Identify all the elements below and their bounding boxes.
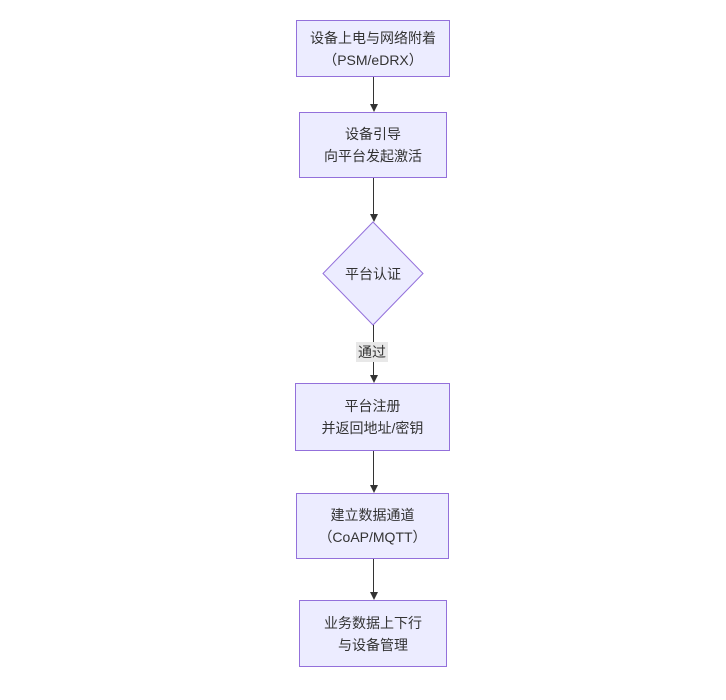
- node-text-line: 平台认证: [345, 265, 401, 282]
- edge-arrow-e-f: [369, 559, 378, 600]
- arrowhead-down-icon: [369, 592, 378, 600]
- flow-node-business-data: 业务数据上下行 与设备管理: [299, 600, 447, 667]
- flow-node-device-bootstrap: 设备引导 向平台发起激活: [299, 112, 447, 178]
- node-text-line: 设备上电与网络附着: [310, 29, 436, 46]
- node-text-line: 设备引导: [345, 126, 401, 142]
- node-text-line: （CoAP/MQTT）: [318, 529, 427, 545]
- node-text-line: 向平台发起激活: [324, 148, 422, 164]
- edge-arrow-d-e: [369, 451, 378, 493]
- edge-line: [373, 178, 374, 214]
- node-text-line: 平台注册: [344, 398, 401, 414]
- node-text-line: 与设备管理: [338, 636, 408, 653]
- node-text-line: （PSM/eDRX）: [323, 51, 423, 68]
- flow-node-platform-auth-decision: 平台认证: [321, 221, 425, 326]
- edge-line: [373, 451, 374, 485]
- edge-label-pass: 通过: [356, 342, 388, 362]
- flow-node-device-power-attach: 设备上电与网络附着 （PSM/eDRX）: [296, 20, 450, 77]
- edge-line: [373, 77, 374, 104]
- arrowhead-down-icon: [369, 104, 378, 112]
- node-text-line: 建立数据通道: [330, 507, 415, 523]
- edge-line: [373, 559, 374, 592]
- arrowhead-down-icon: [369, 485, 378, 493]
- edge-arrow-a-b: [369, 77, 378, 112]
- arrowhead-down-icon: [369, 375, 378, 383]
- node-text-line: 并返回地址/密钥: [321, 420, 424, 436]
- flow-node-data-channel: 建立数据通道 （CoAP/MQTT）: [296, 493, 449, 559]
- arrowhead-down-icon: [369, 214, 378, 222]
- flow-node-platform-register: 平台注册 并返回地址/密钥: [295, 383, 450, 451]
- node-text-line: 业务数据上下行: [324, 614, 422, 631]
- edge-arrow-b-c: [369, 178, 378, 222]
